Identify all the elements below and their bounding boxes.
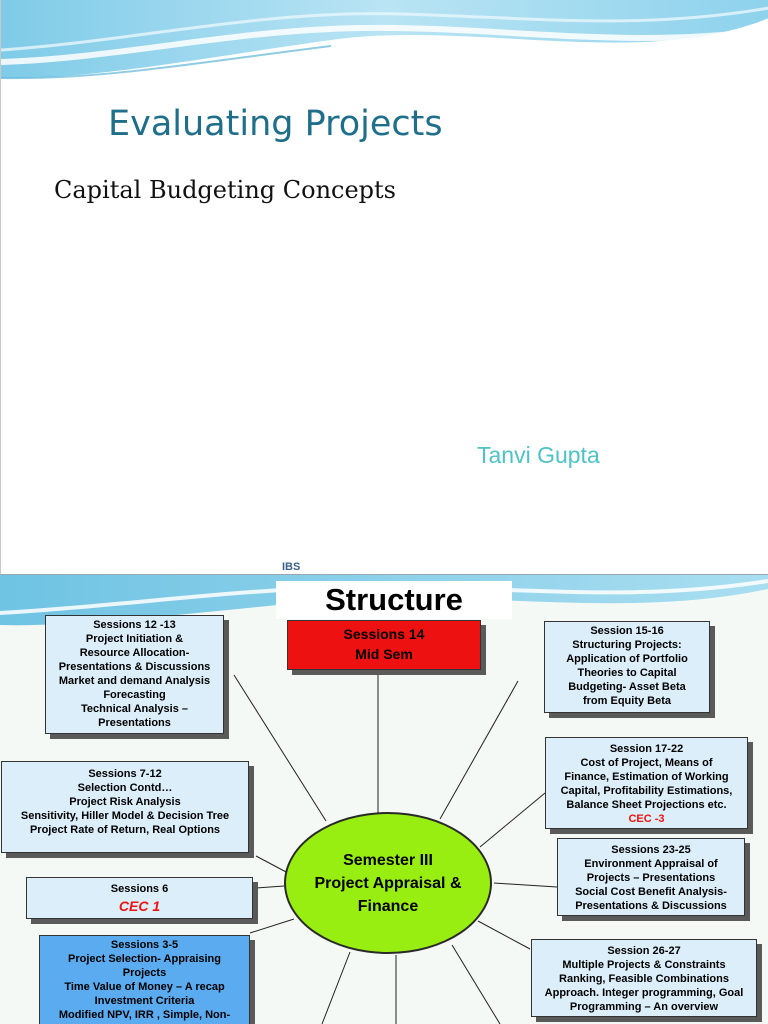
box-line: Ranking, Feasible Combinations: [559, 973, 729, 985]
box-line: Social Cost Benefit Analysis-: [575, 886, 727, 898]
box-line: Presentations & Discussions: [575, 900, 727, 912]
cec-label: CEC 1: [118, 898, 161, 914]
mid-sem-line1: Sessions 14: [343, 626, 425, 642]
box-line: Presentations: [98, 717, 171, 729]
box-line: Application of Portfolio: [566, 653, 688, 665]
box-sessions-26-27: Session 26-27 Multiple Projects & Constr…: [531, 939, 757, 1017]
box-sessions-23-25: Sessions 23-25 Environment Appraisal of …: [557, 838, 745, 916]
box-line: from Equity Beta: [582, 695, 671, 707]
structure-slide: Structure Sessions 14 Mid Sem Sessions 1…: [0, 575, 768, 1024]
box-line: Programming – An overview: [569, 1001, 719, 1013]
box-line: Environment Appraisal of: [584, 858, 718, 870]
box-line: Sensitivity, Hiller Model & Decision Tre…: [20, 810, 230, 822]
box-line: Structuring Projects:: [572, 639, 682, 651]
structure-heading: Structure: [276, 581, 512, 619]
header-wave-decoration: [1, 0, 768, 80]
box-line: Sessions 23-25: [611, 844, 691, 856]
box-line: Cost of Project, Means of: [580, 757, 713, 769]
center-line1: Semester III: [343, 851, 433, 869]
box-sessions-7-12: Sessions 7-12 Selection Contd… Project R…: [1, 761, 249, 853]
box-line: Technical Analysis –: [81, 703, 188, 715]
box-line: Balance Sheet Projections etc.: [566, 799, 727, 811]
box-line: Budgeting- Asset Beta: [568, 681, 686, 693]
slide-footer: IBS: [282, 561, 301, 573]
box-line: Project Selection- Appraising: [67, 953, 221, 965]
slide-divider: [0, 574, 768, 575]
connector-lines: [233, 674, 558, 1024]
box-line: Market and demand Analysis: [58, 675, 211, 687]
center-ellipse-semester: Semester III Project Appraisal & Finance: [284, 812, 492, 954]
box-line: Sessions 6: [110, 883, 169, 895]
box-line: Presentations & Discussions: [58, 661, 211, 673]
cec-label: CEC -3: [628, 813, 665, 825]
box-sessions-6: Sessions 6 CEC 1: [26, 877, 253, 919]
box-line: Sessions 3-5: [110, 939, 179, 951]
box-line: Sessions 12 -13: [93, 619, 176, 631]
box-line: Investment Criteria: [94, 995, 195, 1007]
box-line: Project Risk Analysis: [69, 796, 181, 808]
box-line: Time Value of Money – A recap: [64, 981, 225, 993]
slide-title: Evaluating Projects: [108, 104, 443, 144]
author-name: Tanvi Gupta: [477, 442, 600, 468]
box-line: Multiple Projects & Constraints: [562, 959, 726, 971]
box-line: Approach. Integer programming, Goal: [544, 987, 744, 999]
box-sessions-15-16: Session 15-16 Structuring Projects: Appl…: [544, 621, 710, 713]
box-mid-sem: Sessions 14 Mid Sem: [287, 620, 481, 670]
box-sessions-3-5: Sessions 3-5 Project Selection- Appraisi…: [39, 935, 250, 1024]
box-line: Sessions 7-12: [88, 768, 162, 780]
box-line: Session 17-22: [609, 743, 684, 755]
box-line: Theories to Capital: [577, 667, 677, 679]
box-line: Projects: [122, 967, 167, 979]
box-line: Session 26-27: [607, 945, 681, 957]
box-line: Projects – Presentations: [586, 872, 716, 884]
box-line: Forecasting: [103, 689, 166, 701]
box-line: Modified NPV, IRR , Simple, Non-: [58, 1009, 231, 1021]
box-line: Capital, Profitability Estimations,: [560, 785, 733, 797]
title-slide: Evaluating Projects Capital Budgeting Co…: [0, 0, 768, 574]
box-line: Project Initiation &: [85, 633, 184, 645]
box-line: Session 15-16: [590, 625, 664, 637]
center-line2: Project Appraisal &: [314, 874, 462, 892]
box-line: Finance, Estimation of Working: [564, 771, 729, 783]
box-line: Resource Allocation-: [79, 647, 190, 659]
box-sessions-12-13: Sessions 12 -13 Project Initiation & Res…: [45, 615, 224, 734]
box-sessions-17-22: Session 17-22 Cost of Project, Means of …: [545, 737, 748, 829]
mid-sem-line2: Mid Sem: [355, 646, 413, 662]
slide-subtitle: Capital Budgeting Concepts: [54, 176, 396, 204]
box-line: Selection Contd…: [77, 782, 173, 794]
center-line3: Finance: [357, 897, 419, 915]
box-line: Project Rate of Return, Real Options: [29, 824, 221, 836]
